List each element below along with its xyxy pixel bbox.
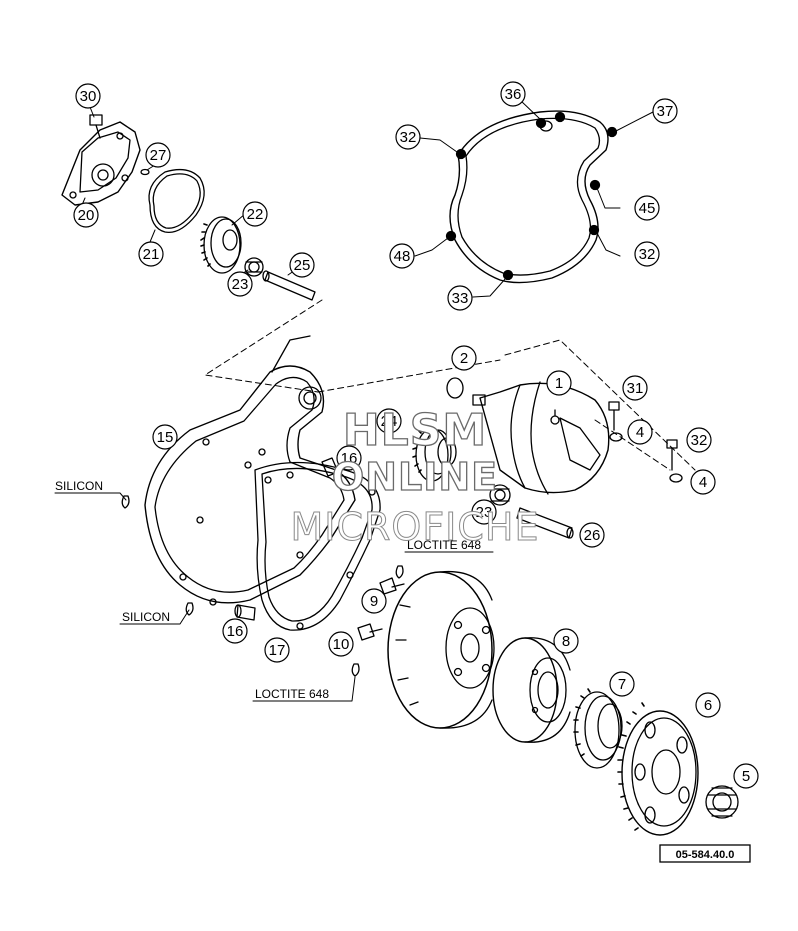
callout-45: 45 bbox=[639, 200, 656, 217]
screw-9 bbox=[379, 577, 405, 595]
needle-bearing-23-mid bbox=[489, 484, 511, 506]
callout-4-top: 4 bbox=[636, 424, 644, 441]
callout-21: 21 bbox=[143, 246, 160, 263]
reference-code: 05-584.40.0 bbox=[676, 849, 735, 861]
dowel-16-bottom bbox=[234, 604, 256, 621]
callout-33: 33 bbox=[452, 290, 469, 307]
shaft-25 bbox=[262, 270, 316, 301]
watermark-line-2: ONLINE bbox=[331, 454, 499, 499]
reference-code-box: 05-584.40.0 bbox=[659, 844, 751, 863]
callout-22: 22 bbox=[247, 206, 264, 223]
callout-32-gasket-right: 32 bbox=[639, 246, 656, 263]
washer-4-top bbox=[609, 432, 623, 442]
callout-23-mid: 23 bbox=[476, 504, 493, 521]
callout-5: 5 bbox=[742, 768, 750, 785]
callout-37: 37 bbox=[657, 103, 674, 120]
washer-4-bottom bbox=[669, 473, 683, 483]
freewheel-7 bbox=[573, 688, 623, 769]
callout-2: 2 bbox=[460, 350, 468, 367]
bolt-31 bbox=[608, 401, 620, 431]
callout-32-bolt: 32 bbox=[691, 432, 708, 449]
needle-bearing-5 bbox=[705, 785, 739, 819]
o-ring-21 bbox=[148, 168, 205, 234]
callout-23-top: 23 bbox=[232, 276, 249, 293]
callout-30: 30 bbox=[80, 88, 97, 105]
annotations: SILICON SILICON LOCTITE 648 LOCTITE 648 bbox=[55, 479, 481, 701]
cover-gasket bbox=[445, 110, 618, 284]
bolt-30 bbox=[89, 114, 103, 139]
callout-8: 8 bbox=[562, 633, 570, 650]
starter-gear-6 bbox=[617, 702, 699, 836]
callout-27: 27 bbox=[150, 147, 167, 164]
callout-20: 20 bbox=[78, 207, 95, 224]
callout-4-bottom: 4 bbox=[699, 474, 707, 491]
watermark-line-1: HLSM bbox=[342, 404, 488, 456]
screw-10 bbox=[357, 623, 383, 641]
callout-15: 15 bbox=[157, 429, 174, 446]
freewheel-housing-8 bbox=[492, 637, 571, 743]
gear-22 bbox=[200, 216, 242, 274]
callout-31: 31 bbox=[627, 380, 644, 397]
gasket-17 bbox=[254, 461, 381, 631]
bolt-32 bbox=[666, 439, 678, 471]
callout-25: 25 bbox=[294, 257, 311, 274]
callout-24: 24 bbox=[381, 413, 398, 430]
needle-bearing-23-top bbox=[244, 257, 264, 277]
callout-circles bbox=[73, 81, 759, 789]
callout-7: 7 bbox=[618, 676, 626, 693]
pin-27 bbox=[140, 168, 150, 176]
o-ring-2 bbox=[446, 377, 464, 399]
flywheel-rotor bbox=[387, 570, 495, 729]
pump-cover-20 bbox=[61, 121, 141, 206]
shaft-26 bbox=[516, 507, 574, 539]
callout-32-gasket-left: 32 bbox=[400, 129, 417, 146]
callout-16-bottom: 16 bbox=[227, 623, 244, 640]
callout-36: 36 bbox=[505, 86, 522, 103]
callout-6: 6 bbox=[704, 697, 712, 714]
gear-24 bbox=[412, 428, 457, 482]
loctite-label-bottom: LOCTITE 648 bbox=[255, 687, 329, 701]
callout-1: 1 bbox=[555, 375, 563, 392]
sealant-drops bbox=[121, 495, 404, 677]
callout-26: 26 bbox=[584, 527, 601, 544]
callout-48: 48 bbox=[394, 248, 411, 265]
silicon-label-bottom: SILICON bbox=[122, 610, 170, 624]
callout-10: 10 bbox=[333, 636, 350, 653]
callout-numbers: 30 27 20 21 22 23 25 36 37 32 45 48 32 3… bbox=[78, 86, 751, 785]
callout-9: 9 bbox=[370, 593, 378, 610]
callout-16-top: 16 bbox=[341, 450, 358, 467]
loctite-label-top: LOCTITE 648 bbox=[407, 538, 481, 552]
callout-17: 17 bbox=[269, 642, 286, 659]
watermark-line-3: MICROFICHE bbox=[290, 505, 540, 550]
silicon-label-top: SILICON bbox=[55, 479, 103, 493]
leader-lines bbox=[54, 99, 654, 702]
